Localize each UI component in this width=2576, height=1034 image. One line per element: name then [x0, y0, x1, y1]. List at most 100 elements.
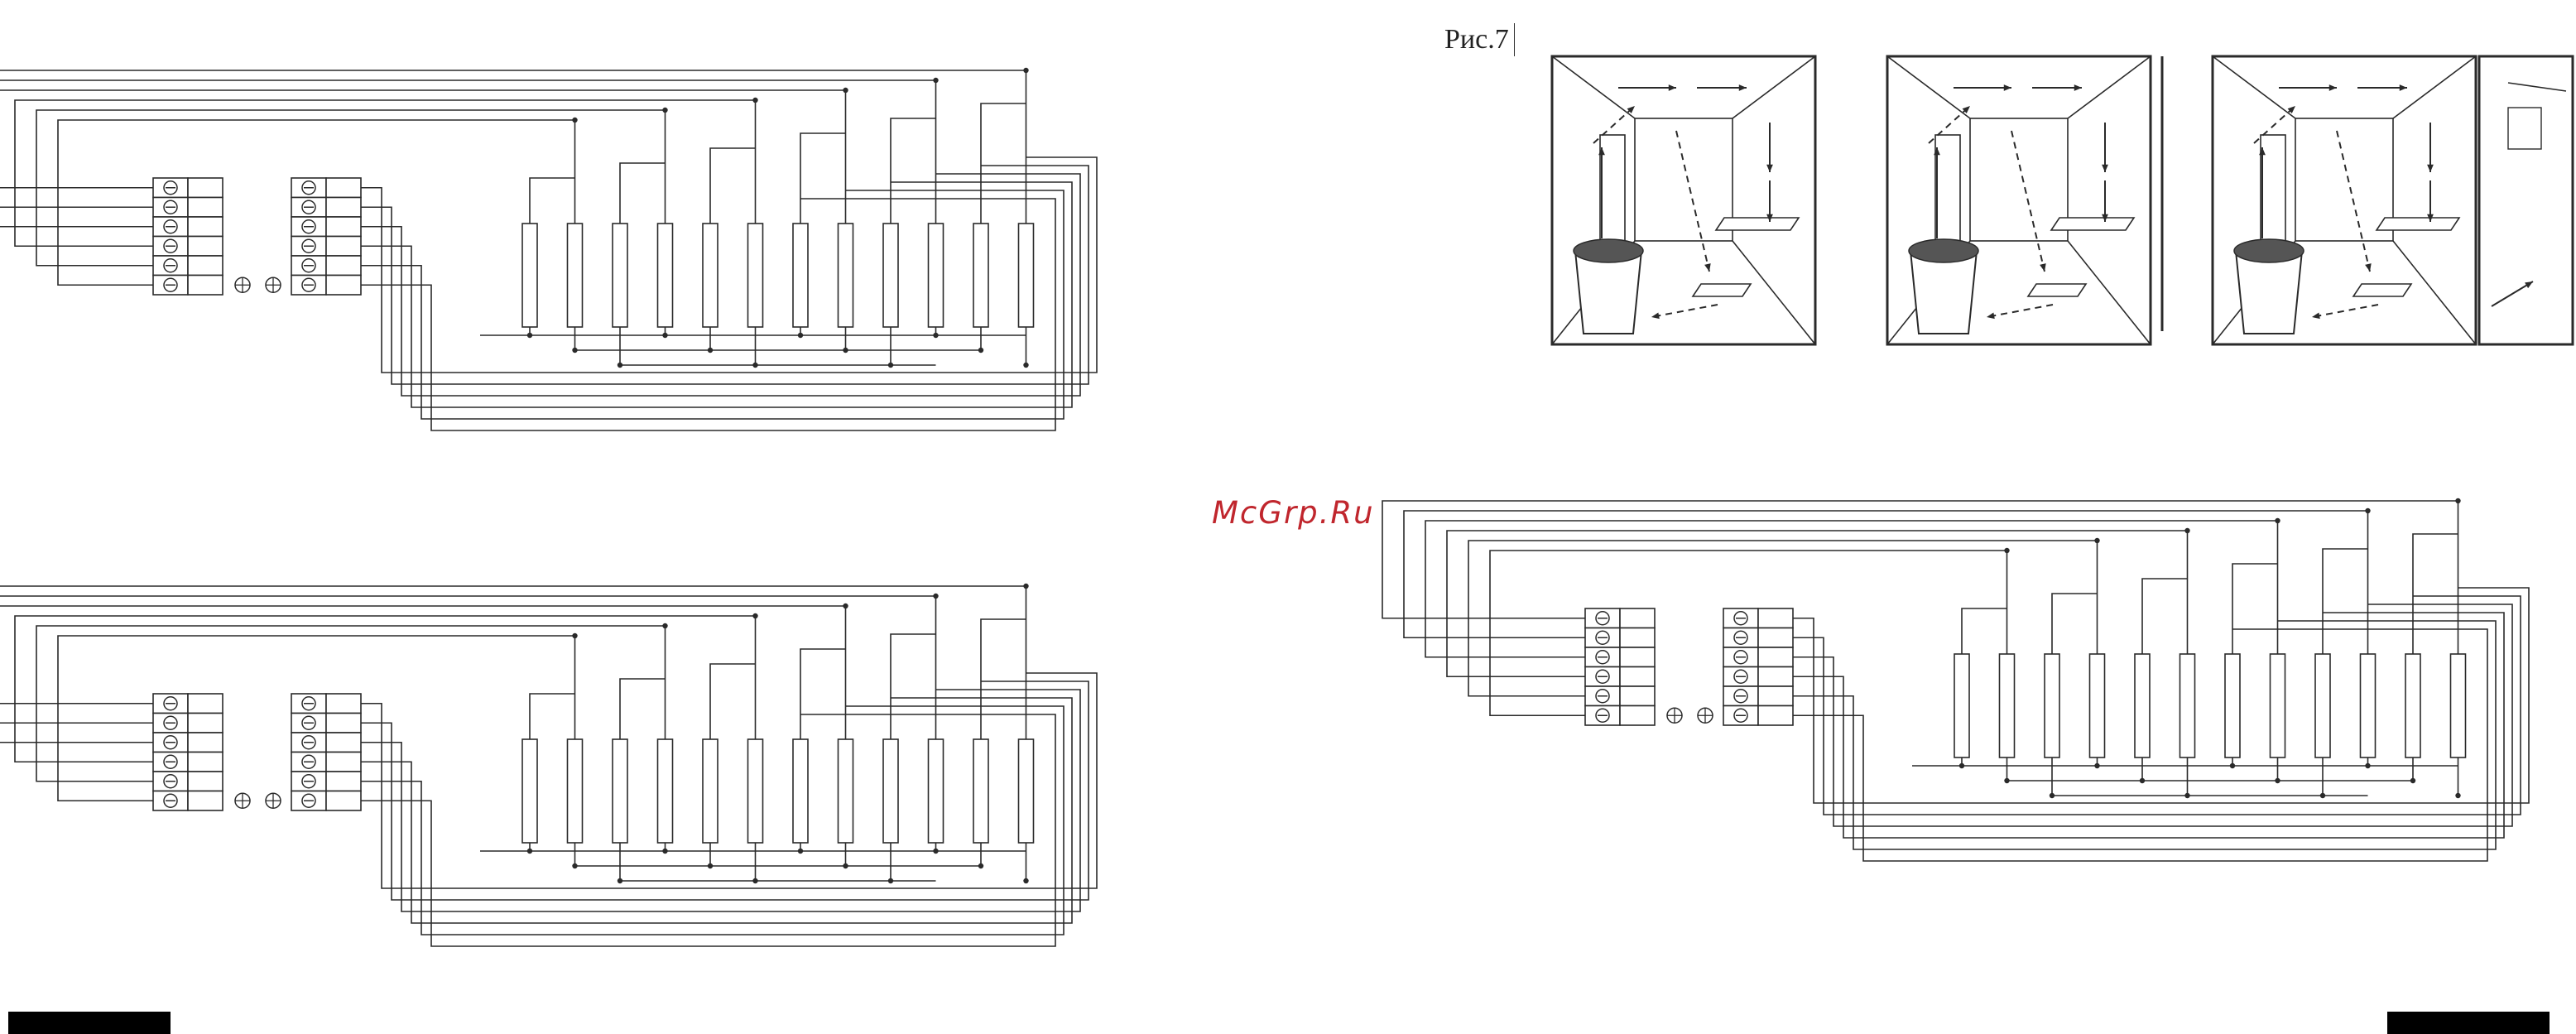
heating-element: [883, 739, 898, 843]
junction-dot: [2365, 508, 2370, 513]
heating-element: [793, 739, 808, 843]
supply-wire: [1404, 511, 2368, 654]
junction-dot: [2184, 528, 2189, 533]
terminal-cell: [188, 733, 223, 753]
bridge-wire: [530, 178, 575, 224]
heating-element: [2451, 654, 2466, 757]
junction-dot: [2455, 498, 2460, 503]
bench: [2377, 218, 2459, 230]
junction-dot: [752, 613, 757, 618]
heating-element: [2135, 654, 2150, 757]
watermark-text: McGrp.Ru: [1212, 495, 1375, 531]
terminal-cell: [1758, 628, 1793, 648]
terminal-cell: [188, 198, 223, 218]
junction-dot: [843, 604, 848, 608]
lower-bench: [2028, 284, 2086, 296]
heating-element: [793, 224, 808, 327]
bridge-wire: [2142, 579, 2188, 654]
heating-element: [613, 224, 627, 327]
terminal-cell: [1620, 608, 1655, 628]
terminal-cell: [188, 237, 223, 257]
heating-element: [1019, 224, 1034, 327]
heating-element: [839, 739, 853, 843]
junction-dot: [662, 108, 667, 113]
lower-bench: [2353, 284, 2411, 296]
stove-stones-icon: [1574, 239, 1643, 262]
terminal-cell: [1758, 706, 1793, 726]
bridge-wire: [891, 634, 936, 739]
heating-element: [2000, 654, 2015, 757]
heating-element: [2315, 654, 2330, 757]
sauna-ventilation-panel-1: [1552, 56, 1815, 344]
junction-dot: [752, 98, 757, 103]
wiring-diagram-top-left: [0, 68, 1097, 430]
stove-icon: [1575, 251, 1641, 334]
junction-dot: [662, 623, 667, 628]
bridge-wire: [620, 163, 666, 224]
terminal-cell: [326, 178, 361, 198]
bridge-wire: [2052, 594, 2098, 654]
bridge-wire: [530, 694, 575, 739]
heating-element: [748, 224, 763, 327]
supply-wire: [0, 596, 936, 739]
bench: [1716, 218, 1799, 230]
figure-label: Рис.7: [1444, 23, 1515, 56]
junction-dot: [2275, 518, 2280, 523]
supply-wire: [1447, 531, 2188, 676]
sauna-ventilation-panel-3: [2213, 56, 2573, 344]
bridge-wire: [2413, 534, 2458, 654]
bridge-wire: [2232, 564, 2278, 654]
bridge-wire: [800, 649, 846, 739]
bridge-wire: [981, 619, 1026, 739]
stove-stones-icon: [2234, 239, 2304, 262]
bridge-wire: [891, 118, 936, 224]
terminal-cell: [188, 178, 223, 198]
heating-element: [2090, 654, 2105, 757]
junction-dot: [1023, 68, 1028, 73]
terminal-cell: [1758, 608, 1793, 628]
heating-element: [1019, 739, 1034, 843]
bench: [2051, 218, 2134, 230]
terminal-cell: [1758, 686, 1793, 706]
terminal-cell: [188, 694, 223, 714]
wiring-diagram-bottom-right: [1382, 498, 2529, 861]
heating-element: [929, 224, 944, 327]
terminal-cell: [1620, 628, 1655, 648]
terminal-cell: [188, 217, 223, 237]
heating-element: [658, 224, 673, 327]
junction-dot: [572, 118, 577, 123]
junction-dot: [933, 78, 938, 83]
terminal-cell: [326, 217, 361, 237]
heating-element: [568, 739, 583, 843]
terminal-cell: [326, 276, 361, 296]
terminal-cell: [326, 714, 361, 733]
page-footer-bar-right: [2387, 1012, 2550, 1034]
terminal-cell: [188, 772, 223, 791]
stove-icon: [1910, 251, 1977, 334]
bridge-wire: [710, 664, 756, 739]
junction-dot: [2004, 548, 2009, 553]
lower-bench: [1693, 284, 1751, 296]
sauna-ventilation-panel-2: [1887, 56, 2162, 344]
heating-element: [748, 739, 763, 843]
page-footer-bar-left: [8, 1012, 171, 1034]
terminal-cell: [188, 256, 223, 276]
heating-element: [929, 739, 944, 843]
heating-element: [568, 224, 583, 327]
return-wire: [361, 690, 1080, 911]
terminal-cell: [1620, 647, 1655, 667]
supply-wire: [1382, 501, 2458, 654]
junction-dot: [933, 594, 938, 599]
terminal-cell: [326, 237, 361, 257]
return-wire: [1793, 604, 2512, 826]
terminal-cell: [326, 733, 361, 753]
heating-element: [2180, 654, 2195, 757]
heating-element: [658, 739, 673, 843]
heating-element: [2271, 654, 2285, 757]
supply-wire: [15, 616, 756, 762]
heating-element: [703, 224, 718, 327]
terminal-cell: [326, 256, 361, 276]
heating-element: [2361, 654, 2376, 757]
terminal-cell: [188, 714, 223, 733]
bridge-wire: [620, 679, 666, 739]
